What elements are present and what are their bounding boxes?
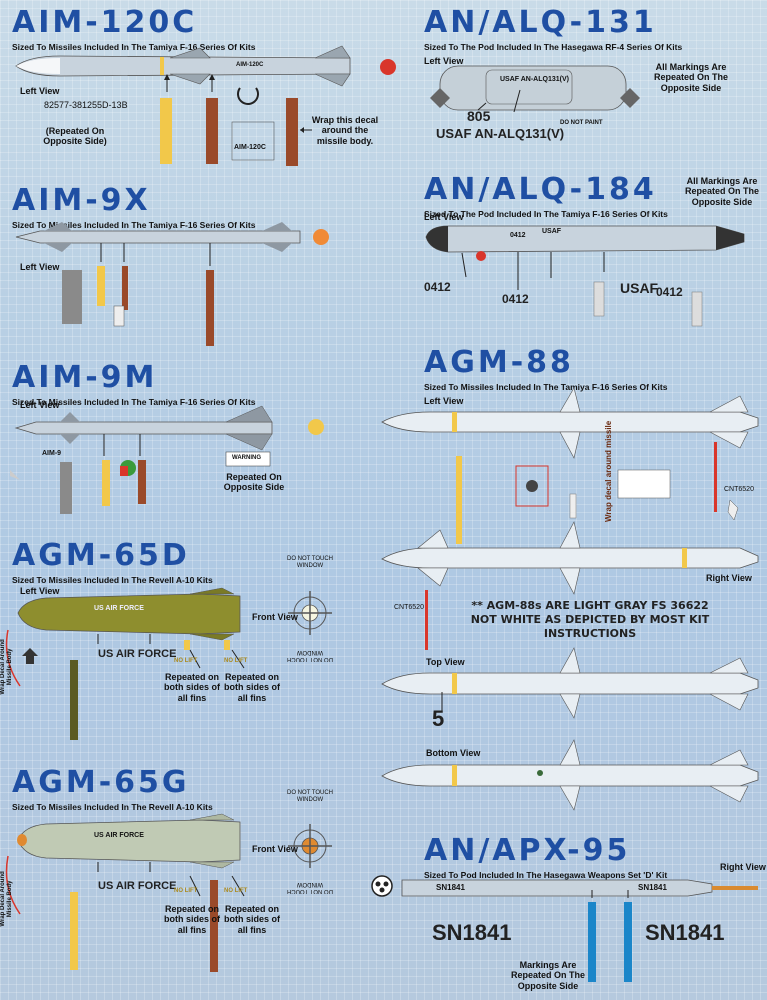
- aim120c-strip-text: AIM-120C: [234, 144, 266, 151]
- aim120c-wrap-note: Wrap this decal around the missile body.: [311, 115, 379, 146]
- alq184-heading: AN/ALQ-184 Sized To The Pod Included In …: [424, 172, 668, 220]
- agm65d-heading: AGM-65D Sized To Missiles Included In Th…: [12, 538, 213, 586]
- alq131-subtitle: Sized To The Pod Included In The Hasegaw…: [424, 42, 683, 52]
- agm88-right-view-label: Right View: [706, 573, 752, 583]
- agm65d-no-lift-1: NO LIFT: [174, 658, 198, 664]
- agm65d-do-not-touch-bottom: DO NOT TOUCH WINDOW: [287, 648, 334, 662]
- alq184-usaf-big: USAF: [620, 280, 659, 296]
- alq131-big-text: USAF AN-ALQ131(V): [436, 126, 565, 141]
- agm65g-wrap-note: Wrap Decal Around Missile Body: [0, 871, 13, 927]
- aim9x-heading: AIM-9X Sized To Missiles Included In The…: [12, 183, 256, 231]
- agm65d-usaf-body: US AIR FORCE: [94, 605, 144, 612]
- agm65d-do-not-touch-top: DO NOT TOUCH WINDOW: [286, 556, 333, 569]
- apx95-sn-body-1: SN1841: [436, 883, 465, 892]
- agm65d-front-view: Front View: [252, 612, 298, 622]
- agm88-heading: AGM-88 Sized To Missiles Included In The…: [424, 345, 668, 393]
- agm88-top-view-label: Top View: [426, 657, 465, 667]
- agm88-code-1: CNT6520: [724, 486, 754, 493]
- aim9x-title: AIM-9X: [12, 183, 151, 218]
- alq184-big-num-1: 0412: [424, 280, 451, 294]
- agm65g-usaf: US AIR FORCE: [98, 880, 177, 892]
- alq184-big-num-2: 0412: [502, 292, 529, 306]
- agm65g-do-not-touch-bottom: DO NOT TOUCH WINDOW: [287, 880, 334, 894]
- agm65d-usaf: US AIR FORCE: [98, 648, 177, 660]
- alq184-usaf: USAF: [542, 228, 562, 235]
- aim120c-body-text: AIM-120C: [236, 62, 264, 68]
- agm65d-fins-note-2: Repeated on both sides of all fins: [224, 672, 280, 703]
- aim9m-title: AIM-9M: [12, 360, 158, 395]
- agm88-wrap-note: Wrap decal around missile: [604, 420, 613, 522]
- agm65g-fins-note-2: Repeated on both sides of all fins: [224, 904, 280, 935]
- agm65g-subtitle: Sized To Missiles Included In The Revell…: [12, 802, 213, 812]
- alq131-number: 805: [467, 108, 491, 124]
- agm88-title: AGM-88: [424, 345, 574, 380]
- alq184-num: 0412: [510, 232, 526, 239]
- aim120c-title: AIM-120C: [12, 5, 198, 40]
- agm65g-fins-note-1: Repeated on both sides of all fins: [164, 904, 220, 935]
- alq131-repeat-note: All Markings Are Repeated On The Opposit…: [653, 62, 728, 93]
- agm65g-front-view: Front View: [252, 844, 298, 854]
- alq184-repeat-note: All Markings Are Repeated On The Opposit…: [684, 176, 759, 207]
- agm65d-fins-note-1: Repeated on both sides of all fins: [164, 672, 220, 703]
- agm65d-wrap-note: Wrap Decal Around Missile Body: [0, 639, 13, 695]
- alq184-subtitle: Sized To The Pod Included In The Tamiya …: [424, 209, 668, 219]
- agm88-top-number: 5: [432, 706, 445, 731]
- apx95-title: AN/APX-95: [424, 833, 631, 868]
- aim9x-subtitle: Sized To Missiles Included In The Tamiya…: [12, 220, 256, 230]
- alq131-pod-text: USAF AN-ALQ131(V): [500, 76, 569, 83]
- aim9m-subtitle: Sized To Missiles Included In The Tamiya…: [12, 397, 256, 407]
- agm88-subtitle: Sized To Missiles Included In The Tamiya…: [424, 382, 668, 392]
- alq131-do-not-paint: DO NOT PAINT: [560, 120, 603, 126]
- apx95-right-view: Right View: [720, 862, 766, 872]
- agm65d-subtitle: Sized To Missiles Included In The Revell…: [12, 575, 213, 585]
- aim120c-repeat-note: (Repeated On Opposite Side): [43, 126, 107, 147]
- agm65g-heading: AGM-65G Sized To Missiles Included In Th…: [12, 765, 213, 813]
- alq184-big-num-3: 0412: [656, 285, 683, 299]
- apx95-sn-big-2: SN1841: [645, 920, 725, 945]
- agm65d-left-view: Left View: [20, 586, 60, 596]
- agm88-code-2: CNT6520: [394, 604, 424, 611]
- apx95-repeat-note: Markings Are Repeated On The Opposite Si…: [510, 960, 585, 991]
- agm88-color-note: ** AGM-88s ARE LIGHT GRAY FS 36622 NOT W…: [470, 599, 710, 640]
- aim9x-left-view: Left View: [20, 262, 60, 272]
- agm65d-no-lift-2: NO LIFT: [224, 658, 248, 664]
- agm65g-no-lift-1: NO LIFT: [174, 888, 198, 894]
- alq131-left-view: Left View: [424, 56, 464, 66]
- apx95-sn-body-2: SN1841: [638, 883, 667, 892]
- agm65g-title: AGM-65G: [12, 765, 190, 800]
- alq131-heading: AN/ALQ-131 Sized To The Pod Included In …: [424, 5, 683, 53]
- aim9m-left-view: Left View: [20, 400, 60, 410]
- apx95-subtitle: Sized To Pod Included In The Hasegawa We…: [424, 870, 668, 880]
- aim120c-subtitle: Sized To Missiles Included In The Tamiya…: [12, 42, 256, 52]
- apx95-sn-big-1: SN1841: [432, 920, 512, 945]
- agm88-left-view-label: Left View: [424, 396, 464, 406]
- agm65g-no-lift-2: NO LIFT: [224, 888, 248, 894]
- aim9m-warning: WARNING: [232, 455, 261, 461]
- agm88-bottom-view-label: Bottom View: [426, 748, 481, 758]
- aim9m-heading: AIM-9M Sized To Missiles Included In The…: [12, 360, 256, 408]
- agm65d-title: AGM-65D: [12, 538, 190, 573]
- alq131-title: AN/ALQ-131: [424, 5, 657, 40]
- agm65g-usaf-body: US AIR FORCE: [94, 832, 144, 839]
- aim120c-heading: AIM-120C Sized To Missiles Included In T…: [12, 5, 256, 53]
- aim9m-label: AIM-9: [42, 450, 62, 457]
- aim9m-repeat-note: Repeated On Opposite Side: [223, 472, 285, 493]
- aim120c-serial: 82577-381255D-13B: [44, 100, 128, 110]
- aim120c-left-view: Left View: [20, 86, 60, 96]
- agm65g-do-not-touch-top: DO NOT TOUCH WINDOW: [286, 790, 333, 803]
- alq184-title: AN/ALQ-184: [424, 172, 657, 207]
- alq184-left-view: Left View: [424, 212, 464, 222]
- apx95-heading: AN/APX-95 Sized To Pod Included In The H…: [424, 833, 668, 881]
